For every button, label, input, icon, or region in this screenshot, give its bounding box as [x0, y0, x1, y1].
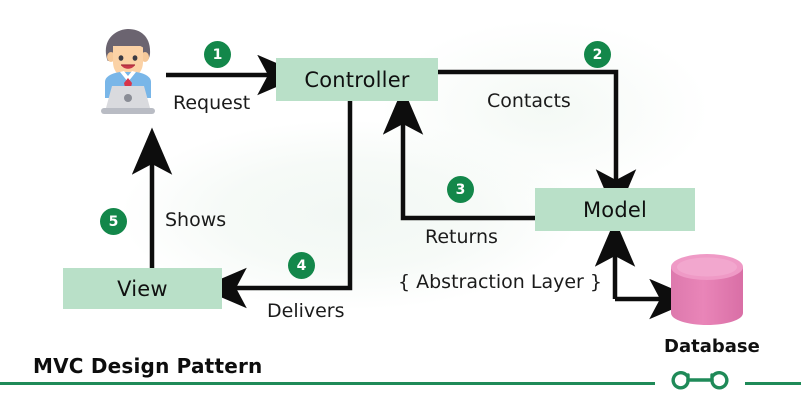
- footer-divider: [0, 382, 801, 385]
- edge-returns-arrow: [382, 87, 535, 221]
- node-model[interactable]: Model: [535, 188, 695, 231]
- database-label: Database: [664, 336, 760, 357]
- footer-divider-gap: [655, 379, 745, 388]
- edge-label-contacts: Contacts: [487, 90, 571, 112]
- geeksforgeeks-logo-icon: [671, 371, 729, 390]
- edge-label-request: Request: [173, 92, 251, 114]
- step-badge-5: 5: [100, 208, 127, 235]
- page-title: MVC Design Pattern: [33, 354, 263, 378]
- node-controller[interactable]: Controller: [276, 58, 438, 101]
- step-badge-3: 3: [447, 176, 474, 203]
- edge-label-shows: Shows: [165, 209, 227, 231]
- node-controller-label: Controller: [304, 67, 410, 92]
- step-badge-2: 2: [584, 41, 611, 68]
- edge-label-delivers: Delivers: [267, 300, 345, 322]
- node-view-label: View: [117, 276, 168, 301]
- step-badge-1: 1: [204, 41, 231, 68]
- edge-label-returns: Returns: [425, 226, 498, 248]
- step-badge-4: 4: [288, 252, 315, 279]
- node-model-label: Model: [582, 197, 648, 222]
- node-view[interactable]: View: [63, 268, 222, 309]
- edge-delivers-arrow: [199, 101, 353, 309]
- abstraction-layer-note: { Abstraction Layer }: [398, 271, 602, 293]
- database-cylinder-icon: [671, 254, 743, 325]
- edge-contacts-arrow: [438, 69, 637, 217]
- user-at-laptop-icon: [101, 29, 155, 114]
